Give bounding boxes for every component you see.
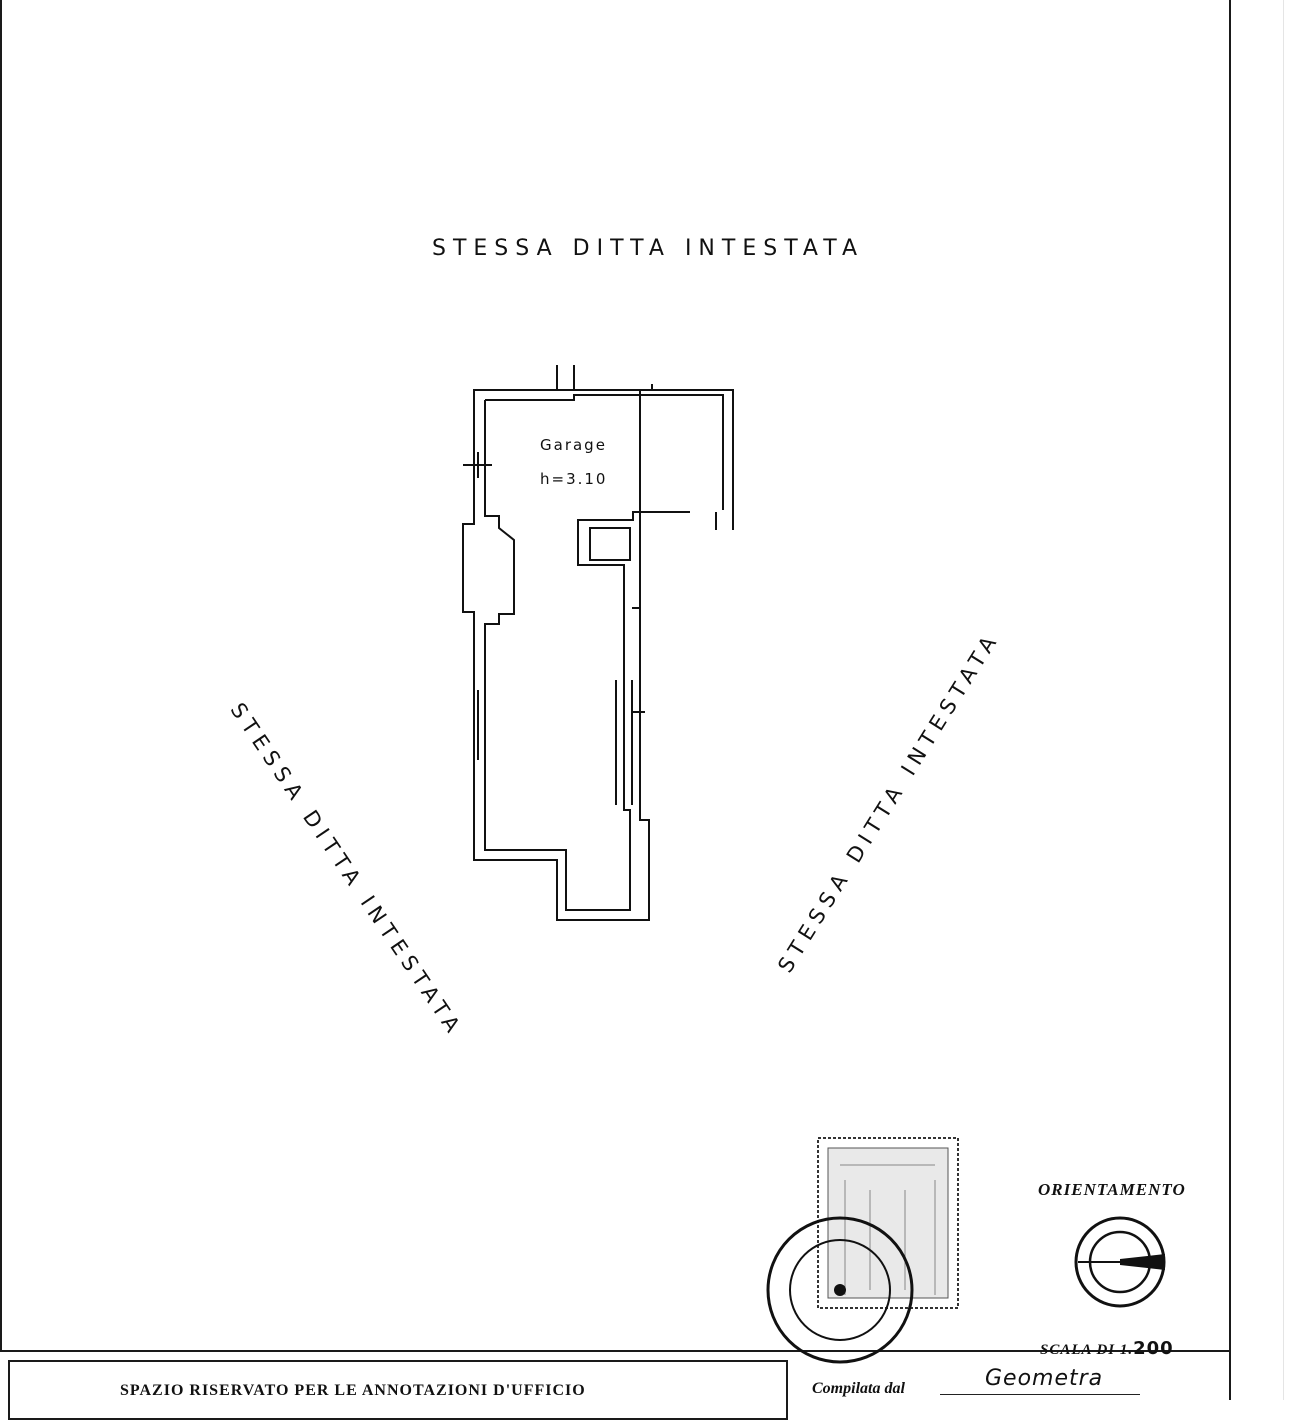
compiled-by-value: Geometra (985, 1366, 1104, 1391)
frame-bottom-border (0, 1350, 1231, 1352)
scale-value: 200 (1133, 1338, 1174, 1359)
compiled-by-line (940, 1394, 1140, 1395)
scale-label: SCALA DI 1.200 (1040, 1338, 1174, 1359)
reserved-annotations-title: SPAZIO RISERVATO PER LE ANNOTAZIONI D'UF… (120, 1382, 586, 1399)
inner-wall-top (485, 394, 724, 510)
scale-prefix: SCALA DI 1. (1040, 1342, 1134, 1358)
page-edge-line (1283, 0, 1284, 1400)
compiled-by-label: Compilata dal (812, 1380, 905, 1397)
frame-left-border (0, 0, 2, 1352)
niche-wall (589, 527, 631, 561)
north-arrow-icon (1074, 1216, 1166, 1308)
outer-wall (462, 365, 650, 921)
adjacent-owner-label-top: STESSA DITTA INTESTATA (432, 236, 865, 261)
inner-wall (484, 400, 690, 911)
orientation-title: ORIENTAMENTO (1038, 1180, 1186, 1199)
outer-wall-top-right (573, 365, 734, 530)
frame-right-border (1229, 0, 1231, 1400)
room-name: Garage (540, 436, 607, 454)
room-height: h=3.10 (540, 470, 608, 488)
